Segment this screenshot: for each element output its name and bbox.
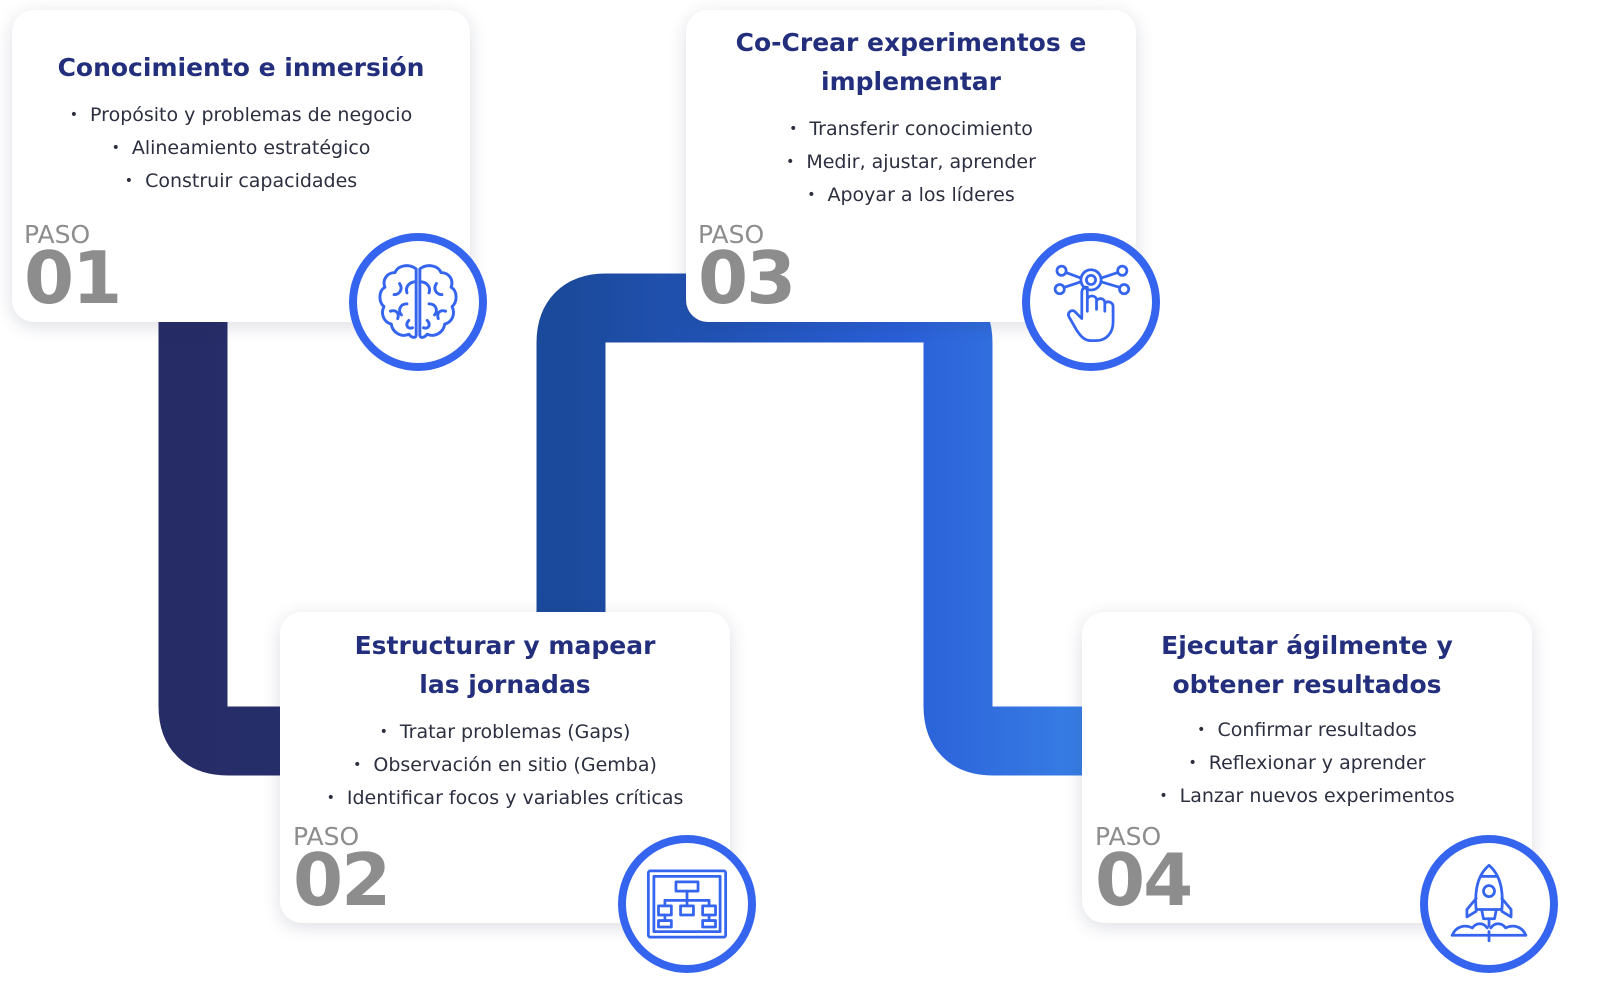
- list-item: Lanzar nuevos experimentos: [1082, 780, 1532, 813]
- list-item: Confirmar resultados: [1082, 714, 1532, 747]
- list-item: Apoyar a los líderes: [686, 179, 1136, 212]
- touch-network-icon: [1022, 233, 1160, 371]
- step-title-line2: obtener resultados: [1172, 670, 1442, 699]
- list-item: Reflexionar y aprender: [1082, 747, 1532, 780]
- step-card-01: Conocimiento e inmersión Propósito y pro…: [12, 10, 470, 322]
- list-item: Construir capacidades: [12, 165, 470, 198]
- step-number: 01: [24, 236, 122, 320]
- step-number: 04: [1095, 838, 1193, 922]
- step-bullet-list: Confirmar resultados Reflexionar y apren…: [1082, 714, 1532, 813]
- brain-icon: [349, 233, 487, 371]
- rocket-icon: [1420, 835, 1558, 973]
- step-bullet-list: Transferir conocimiento Medir, ajustar, …: [686, 113, 1136, 212]
- list-item: Transferir conocimiento: [686, 113, 1136, 146]
- step-number: 02: [293, 838, 391, 922]
- step-title: Conocimiento e inmersión: [57, 53, 425, 82]
- connector-step1-to-step2: [158, 300, 320, 776]
- list-item: Tratar problemas (Gaps): [280, 716, 730, 749]
- list-item: Identificar focos y variables críticas: [280, 782, 730, 815]
- step-number: 03: [698, 236, 796, 320]
- step-title-line2: implementar: [821, 67, 1001, 96]
- list-item: Observación en sitio (Gemba): [280, 749, 730, 782]
- step-label: PASO: [1095, 822, 1162, 851]
- step-title-line1: Ejecutar ágilmente y: [1161, 631, 1453, 660]
- list-item: Medir, ajustar, aprender: [686, 146, 1136, 179]
- step-bullet-list: Propósito y problemas de negocio Alineam…: [12, 99, 470, 198]
- step-title-line1: Estructurar y mapear: [354, 631, 656, 660]
- flowchart-board-icon: [618, 835, 756, 973]
- step-title-line1: Co-Crear experimentos e: [735, 28, 1087, 57]
- list-item: Alineamiento estratégico: [12, 132, 470, 165]
- step-title-line2: las jornadas: [419, 670, 591, 699]
- step-label: PASO: [698, 220, 765, 249]
- step-label: PASO: [293, 822, 360, 851]
- step-label: PASO: [24, 220, 91, 249]
- list-item: Propósito y problemas de negocio: [12, 99, 470, 132]
- step-bullet-list: Tratar problemas (Gaps) Observación en s…: [280, 716, 730, 815]
